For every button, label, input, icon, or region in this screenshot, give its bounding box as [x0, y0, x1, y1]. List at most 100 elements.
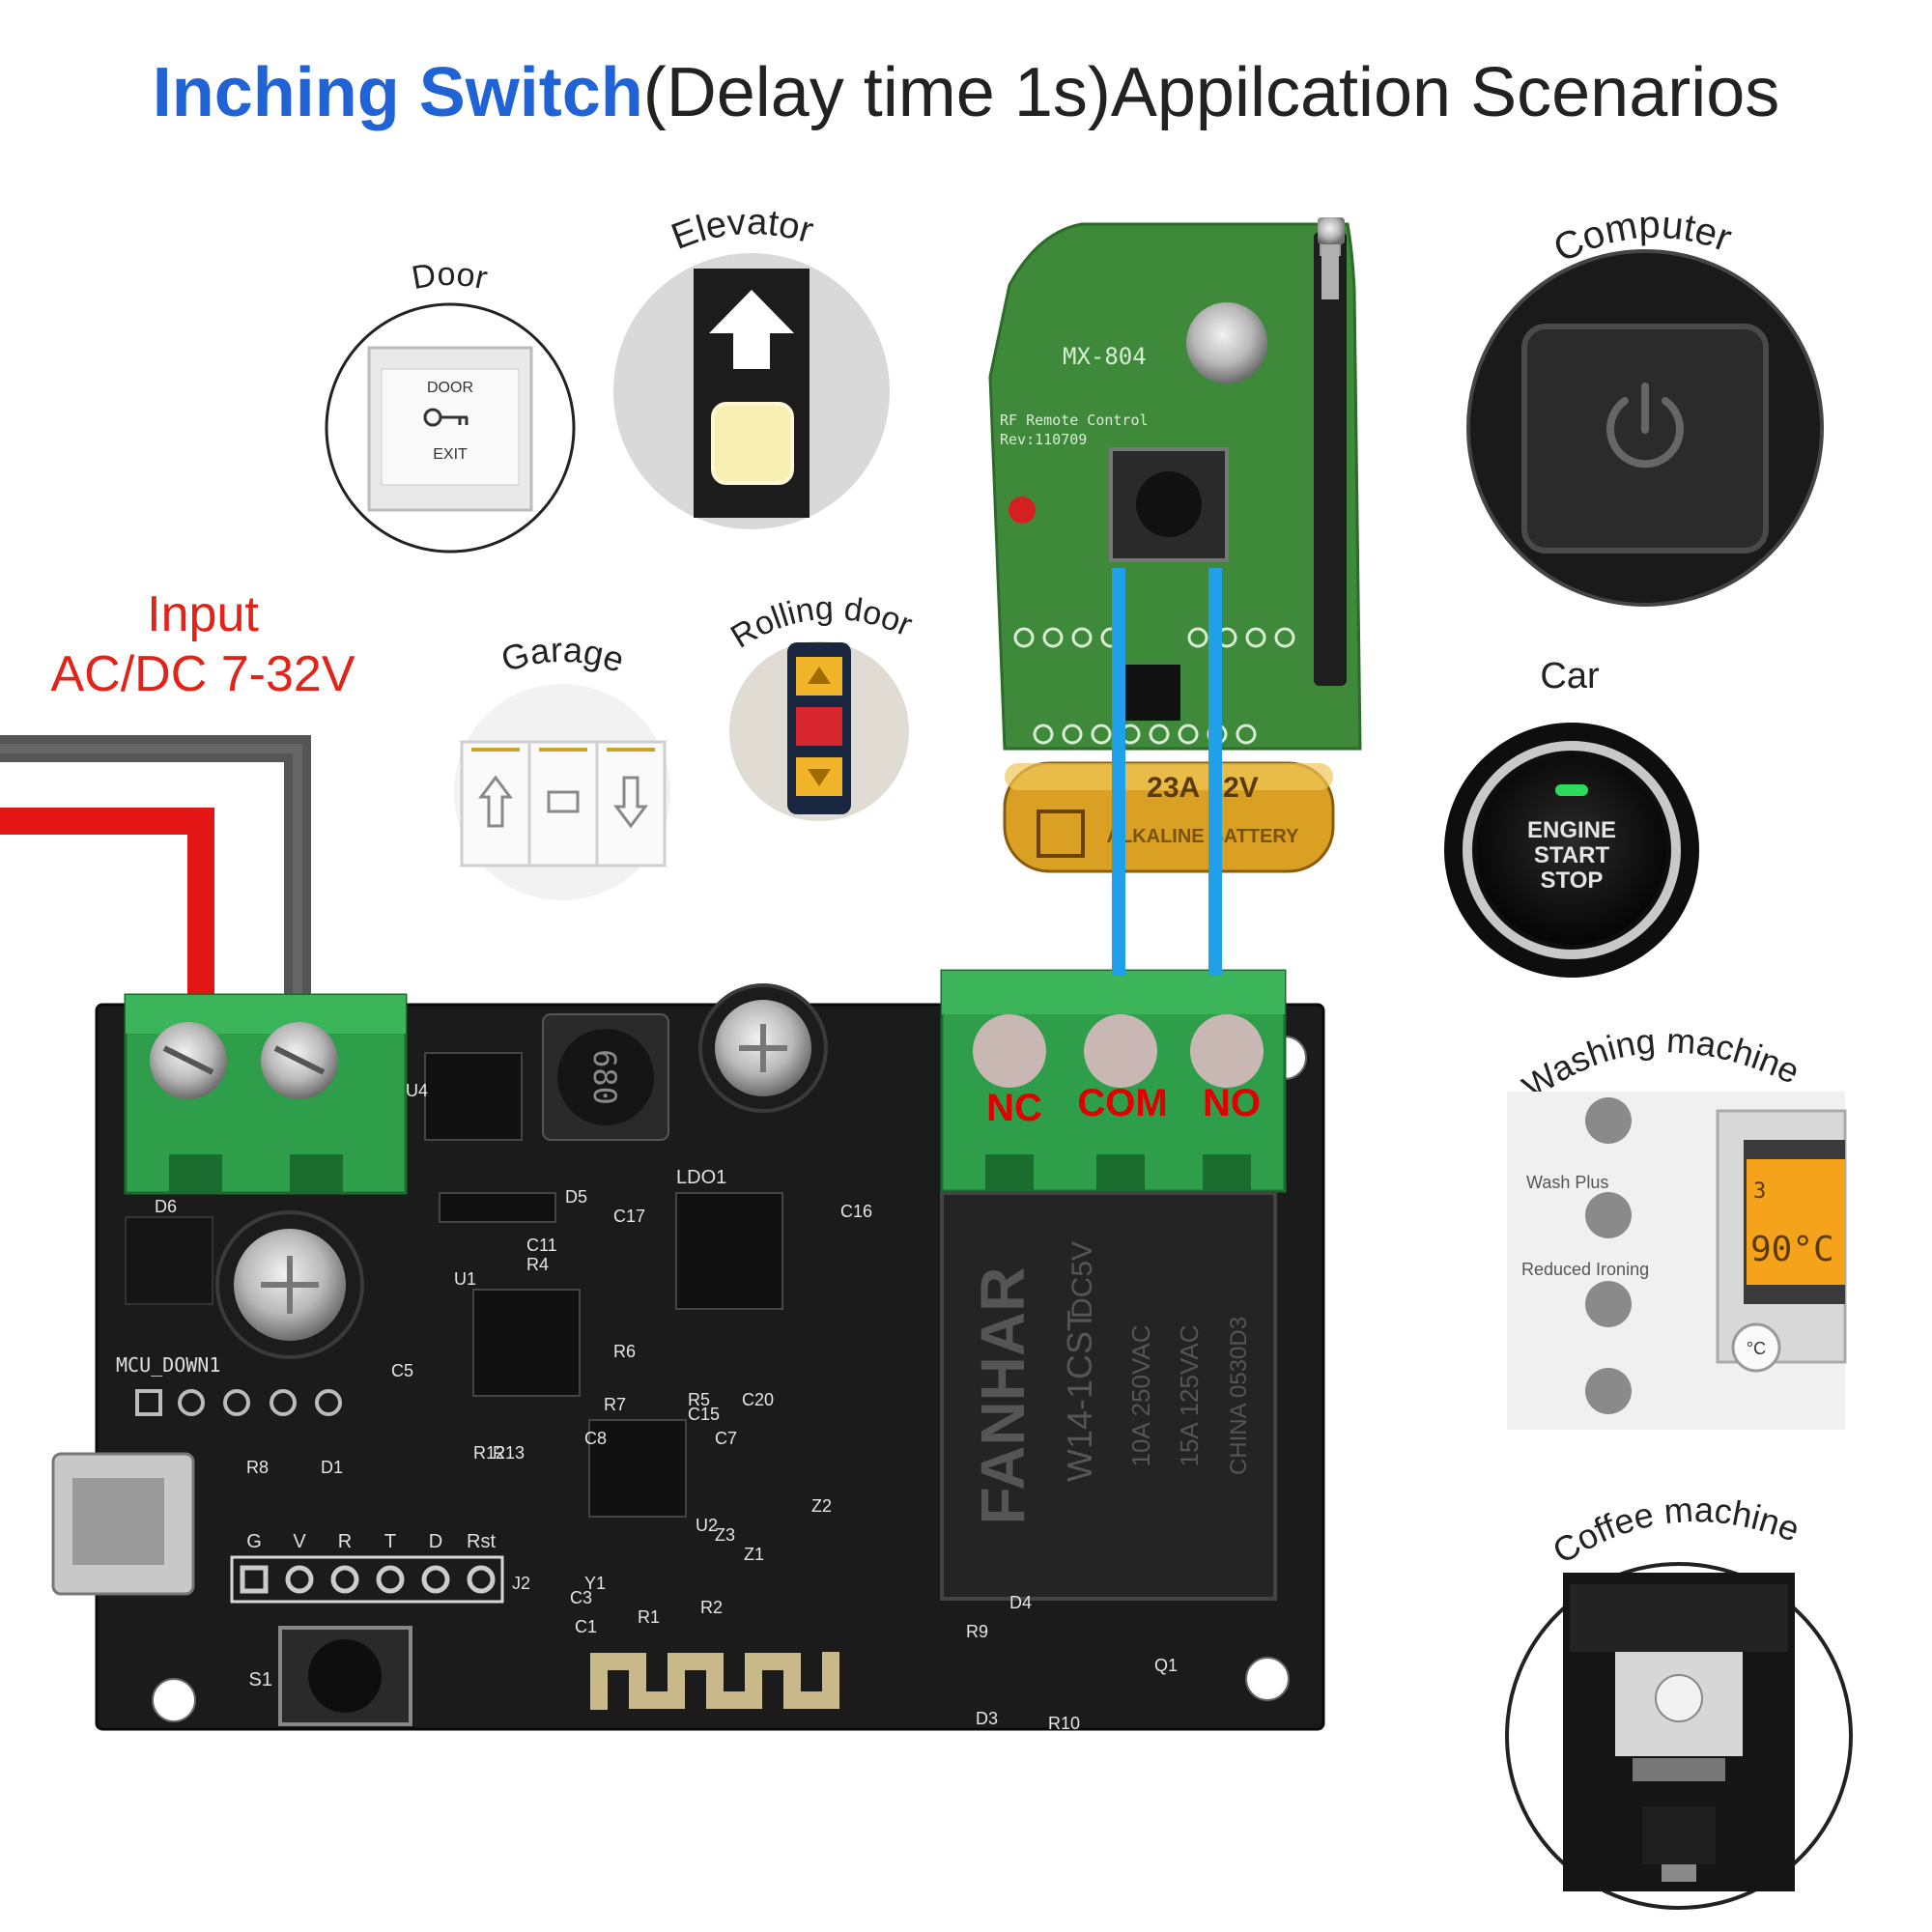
title-rest: (Delay time 1s)Appilcation Scenarios: [642, 54, 1780, 131]
component-designator: R12: [473, 1443, 505, 1463]
rf-remote: MX-804 RF Remote Control Rev:110709: [988, 217, 1362, 873]
car-start-button: [1477, 755, 1666, 945]
remote-led: [1009, 497, 1036, 524]
bridge-d6: [125, 1216, 213, 1305]
remote-ic: [1121, 665, 1180, 721]
relay-board: NC COM NO FANHAR W14-1CST DC5V 10A 250VA…: [51, 969, 1325, 1731]
computer-scenario: Computer: [1466, 204, 1824, 607]
remote-rev: Rev:110709: [1000, 431, 1087, 448]
mcu-down-label: MCU_DOWN1: [116, 1353, 220, 1377]
output-terminal-block: [940, 969, 1287, 1193]
component-designator: D1: [321, 1458, 343, 1477]
header-name: J2: [512, 1574, 530, 1593]
battery-sub-label: ALKALINE BATTERY: [1107, 826, 1300, 847]
component-designator: Y1: [584, 1574, 606, 1593]
car-indicator-light: [1555, 784, 1588, 796]
page-title: Inching Switch(Delay time 1s)Appilcation…: [0, 53, 1932, 132]
remote-switch-button: [1136, 471, 1202, 537]
component-designator: R10: [1048, 1714, 1080, 1733]
wash-display-temp: 90°C: [1750, 1230, 1834, 1269]
component-designator: R4: [526, 1255, 549, 1274]
computer-power-button: [1521, 324, 1769, 554]
component-designator: R7: [604, 1395, 626, 1414]
car-button-line1: ENGINE: [1527, 817, 1616, 843]
garage-label: Garage: [497, 630, 629, 680]
elevator-label-path: Elevator: [667, 202, 818, 258]
car-button-line2: START: [1534, 842, 1610, 868]
ldo-label: LDO1: [676, 1167, 726, 1188]
garage-scenario: Garage: [454, 630, 670, 900]
remote-battery: 23A 12V ALKALINE BATTERY: [1003, 761, 1335, 873]
component-designator: R2: [700, 1598, 723, 1617]
remote-antenna: [1314, 217, 1347, 686]
mcu-holes: [135, 1389, 342, 1416]
terminal-label-nc: NC: [986, 1087, 1042, 1129]
remote-coin-cell: [1186, 302, 1267, 384]
garage-panel: [460, 740, 667, 867]
wash-option-2: Reduced Ironing: [1521, 1260, 1649, 1279]
component-designator: D3: [976, 1709, 998, 1728]
washing-machine-scenario: Washing machine Wash Plus Reduced Ironin…: [1507, 1020, 1847, 1430]
door-scenario: Door DOOR EXIT: [325, 256, 576, 554]
door-plate-bottom: EXIT: [433, 446, 468, 463]
garage-down-icon: [613, 776, 648, 829]
terminal-label-no: NO: [1203, 1082, 1261, 1124]
component-designator: D5: [565, 1187, 587, 1207]
mcu-chip: [588, 1419, 687, 1518]
door-label: Door: [409, 256, 491, 298]
door-plate-inner: [381, 368, 520, 486]
wash-temp-knob-label: °C: [1747, 1339, 1766, 1358]
wash-display: [1747, 1159, 1845, 1285]
component-designator: R9: [966, 1622, 988, 1641]
component-designator: C15: [688, 1405, 720, 1424]
switch-label: S1: [249, 1669, 272, 1690]
door-plate-top: DOOR: [427, 380, 473, 396]
remote-pads: [1013, 627, 1295, 745]
component-designator: C11: [526, 1236, 557, 1255]
input-terminal-block: [124, 993, 408, 1195]
wash-temp-knob: [1731, 1322, 1781, 1373]
car-button-line3: STOP: [1541, 867, 1604, 894]
component-designator: D4: [1009, 1593, 1032, 1612]
title-highlight: Inching Switch: [152, 54, 643, 131]
header-pin-label-t: T: [384, 1531, 396, 1552]
input-label-line1: Input: [147, 586, 259, 642]
wash-option-1: Wash Plus: [1526, 1173, 1608, 1192]
relay-rating2: 15A 125VAC: [1175, 1325, 1204, 1467]
ldo-regulator: [675, 1192, 783, 1310]
component-designator: R6: [613, 1342, 636, 1361]
component-designator: U1: [454, 1269, 476, 1289]
component-designator: Z2: [811, 1496, 832, 1516]
header-pin-label-r: R: [338, 1531, 352, 1552]
coffee-machine-label-path: Coffee machine: [1546, 1490, 1805, 1572]
red-wire: [0, 808, 214, 1029]
diode-d5: [439, 1192, 556, 1223]
component-designator: C16: [840, 1202, 872, 1221]
coffee-machine-label: Coffee machine: [1546, 1490, 1805, 1572]
relay-brand: FANHAR: [968, 1267, 1037, 1525]
component-designator: C3: [570, 1588, 592, 1607]
component-designator: R13: [493, 1443, 525, 1463]
coffee-machine-scenario: Coffee machine: [1505, 1490, 1853, 1910]
component-designator: Z1: [744, 1545, 764, 1564]
remote-model: MX-804: [1063, 343, 1147, 370]
pcb-antenna: [590, 1652, 839, 1710]
component-designator: R8: [246, 1458, 269, 1477]
relay-model: W14-1CST: [1060, 1310, 1099, 1482]
header-pin-label-g: G: [246, 1531, 262, 1552]
component-designator: Z3: [715, 1525, 735, 1545]
component-designator: C8: [584, 1429, 607, 1448]
header-pin-label-v: V: [293, 1531, 306, 1552]
car-button-ring: [1463, 741, 1681, 959]
car-scenario: Car ENGINE START STOP: [1444, 656, 1699, 978]
component-designator: R5: [688, 1390, 710, 1409]
garage-stop-icon: [547, 790, 580, 813]
up-arrow-icon: [709, 290, 794, 369]
relay: FANHAR W14-1CST DC5V 10A 250VAC 15A 125V…: [940, 1191, 1277, 1601]
key-icon: [423, 408, 469, 427]
input-voltage-label: Input AC/DC 7-32V: [19, 584, 386, 704]
header-pin-label-rst: Rst: [467, 1531, 496, 1552]
